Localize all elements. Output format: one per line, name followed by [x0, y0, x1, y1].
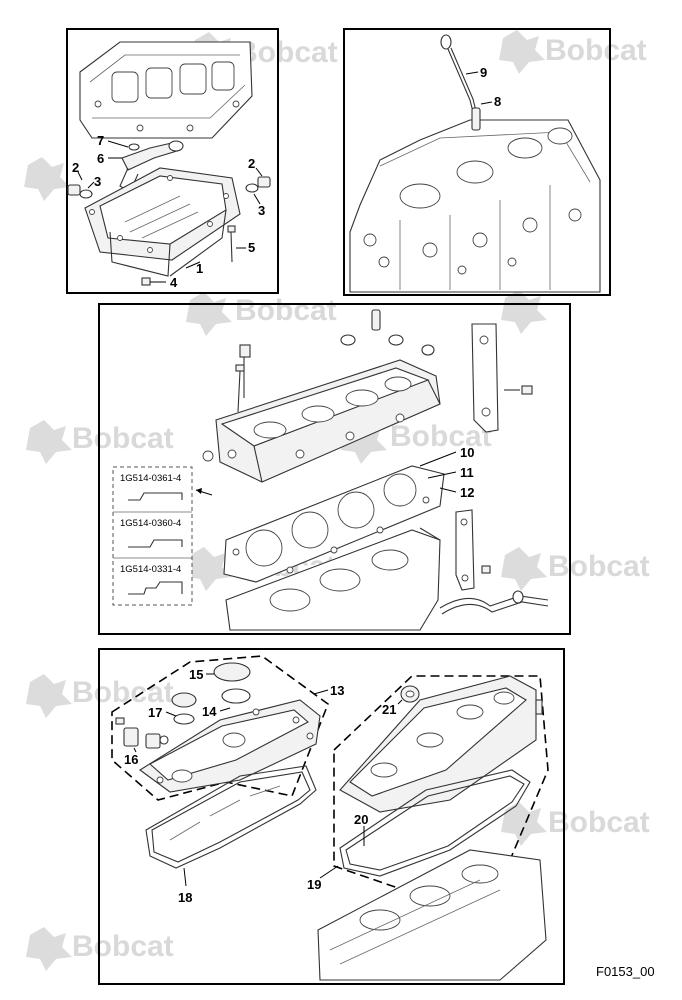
head-gasket-panel: 1G514-0361-4 1G514-0360-4 1G514-0331-4 1… — [98, 303, 571, 635]
callout-9: 9 — [480, 65, 487, 80]
panel-frame — [98, 648, 565, 985]
drain-plug-left-drawing — [67, 184, 93, 199]
callout-18: 18 — [178, 890, 192, 905]
callout-4: 4 — [170, 275, 178, 290]
callout-19: 19 — [307, 877, 321, 892]
callout-6: 6 — [97, 151, 104, 166]
callout-13: 13 — [330, 683, 344, 698]
injector-drawing — [371, 309, 381, 331]
callouts: 10 11 12 — [419, 445, 474, 500]
bobcat-logo-icon — [26, 420, 72, 464]
callout-12: 12 — [460, 485, 474, 500]
assembly-group-outline — [111, 655, 329, 801]
o-ring-drawing — [128, 143, 140, 151]
callouts: 9 8 — [465, 65, 501, 109]
callout-17: 17 — [148, 705, 162, 720]
panel-frame — [343, 28, 611, 296]
callout-21: 21 — [382, 702, 396, 717]
bobcat-logo-icon — [499, 30, 545, 74]
callouts: 15 13 17 14 16 18 21 20 19 — [124, 667, 403, 905]
callout-2-right: 2 — [248, 156, 255, 171]
gasket-code-3: 1G514-0331-4 — [120, 564, 181, 575]
bobcat-logo-icon — [26, 674, 72, 718]
bolt-drawing — [227, 225, 236, 263]
valve-cover-gasket-left-drawing — [145, 765, 317, 869]
watermark-text: Bobcat — [72, 930, 174, 963]
callout-2-left: 2 — [72, 160, 79, 175]
callout-3-right: 3 — [258, 203, 265, 218]
sensor-connector-drawing — [115, 717, 169, 749]
engine-block-drawing — [225, 529, 441, 631]
bobcat-logo-icon — [26, 927, 72, 971]
head-bolt-drawing — [235, 344, 251, 413]
small-bolt-drawing — [141, 277, 151, 286]
drain-plug-right-drawing — [245, 176, 271, 193]
gasket-code-2: 1G514-0360-4 — [120, 518, 181, 529]
bracket-drawing — [419, 509, 491, 591]
callout-20: 20 — [354, 812, 368, 827]
watermark-text: Bobcat — [235, 294, 337, 327]
oil-pan-panel: 1 2 3 4 5 6 7 2 3 — [66, 28, 279, 294]
cylinder-head-drawing — [317, 849, 547, 981]
watermark-text: Bobcat — [548, 550, 650, 583]
bobcat-logo-icon — [186, 547, 232, 591]
engine-block-drawing — [349, 119, 601, 293]
callout-1: 1 — [196, 261, 203, 276]
watermark-text: Bobcat — [72, 422, 174, 455]
callout-15: 15 — [189, 667, 203, 682]
dipstick-guide-drawing — [471, 107, 481, 131]
variant-frame — [112, 466, 193, 606]
watermark-text: Bobcat — [236, 36, 338, 69]
bobcat-logo-icon — [24, 157, 70, 201]
figure-reference: F0153_00 — [596, 964, 655, 979]
callout-14: 14 — [202, 704, 217, 719]
panel-frame — [66, 28, 279, 294]
panel-frame — [98, 303, 571, 635]
watermark-text: Bobcat — [545, 34, 647, 67]
callout-10: 10 — [460, 445, 474, 460]
callout-3-left: 3 — [94, 174, 101, 189]
coolant-pipe-drawing — [439, 590, 549, 615]
dipstick-panel: 9 8 — [343, 28, 611, 296]
valve-cover-right-drawing — [339, 675, 543, 813]
bobcat-logo-icon — [501, 547, 547, 591]
plug-drawing — [340, 334, 435, 356]
callout-7: 7 — [97, 133, 104, 148]
lifting-bracket-drawing — [471, 323, 533, 433]
oil-filler-cap-drawing — [171, 692, 197, 725]
gasket-code-1: 1G514-0361-4 — [120, 473, 181, 484]
callout-11: 11 — [460, 465, 474, 480]
engine-block-drawing — [79, 41, 253, 139]
gasket-variant-box: 1G514-0361-4 1G514-0360-4 1G514-0331-4 — [112, 466, 213, 606]
callout-5: 5 — [248, 240, 255, 255]
assembly-group-outline — [333, 675, 549, 889]
cylinder-head-drawing — [202, 359, 441, 483]
bobcat-logo-icon — [501, 802, 547, 846]
valve-cover-left-drawing — [139, 699, 321, 793]
valve-cover-panel: 15 13 17 14 16 18 21 20 19 — [98, 648, 565, 985]
seal-cap-drawing — [400, 685, 420, 703]
watermark-text: Bobcat — [72, 676, 174, 709]
bobcat-logo-icon — [501, 290, 547, 334]
head-gasket-drawing — [223, 465, 445, 583]
callouts: 1 2 3 4 5 6 7 2 3 — [72, 133, 265, 290]
callout-8: 8 — [494, 94, 501, 109]
oil-pan-drawing — [84, 167, 241, 277]
callout-16: 16 — [124, 752, 138, 767]
valve-cover-gasket-right-drawing — [339, 769, 531, 877]
watermark-text: Bobcat — [390, 420, 492, 453]
breather-cap-drawing — [213, 662, 251, 704]
